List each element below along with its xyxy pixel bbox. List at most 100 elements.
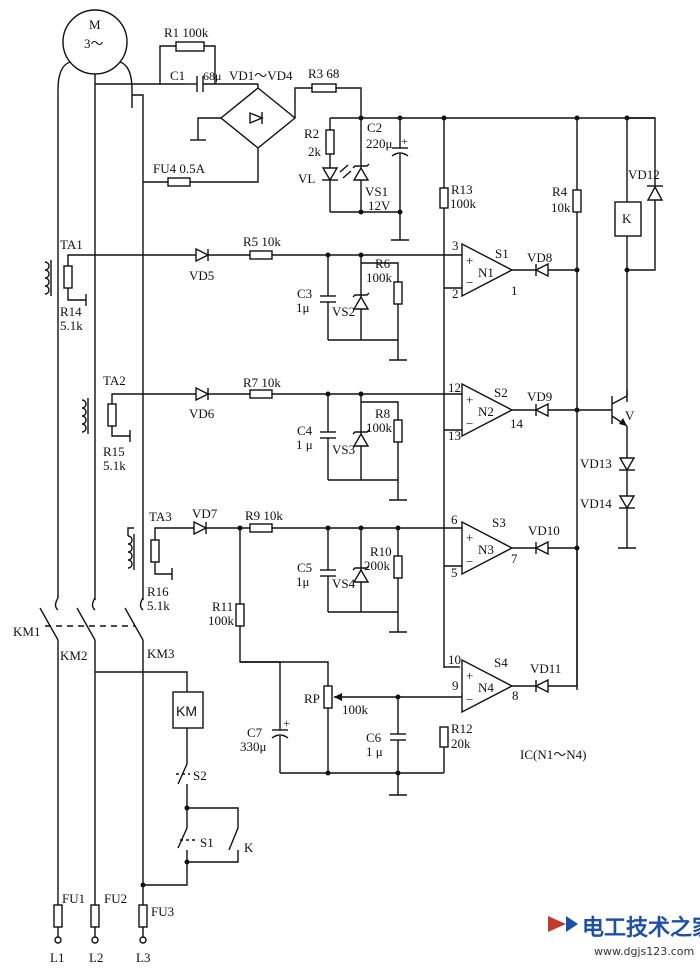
svg-text:2k: 2k (308, 144, 322, 159)
svg-text:C4: C4 (297, 423, 313, 438)
c2-capacitor: C2 220μ + (366, 118, 409, 241)
svg-text:L2: L2 (89, 950, 103, 965)
svg-text:100k: 100k (342, 702, 369, 717)
svg-text:−: − (466, 416, 473, 431)
svg-text:VL: VL (298, 171, 315, 186)
svg-text:5.1k: 5.1k (147, 598, 170, 613)
svg-text:L3: L3 (136, 950, 150, 965)
ground-bus-bottom (280, 770, 444, 776)
svg-text:N4: N4 (478, 680, 494, 695)
svg-text:N3: N3 (478, 542, 494, 557)
r2-resistor: R2 2k (304, 118, 335, 168)
svg-text:S3: S3 (492, 515, 506, 530)
vd13-vd14: VD13 VD14 (580, 456, 636, 549)
svg-text:2: 2 (452, 286, 459, 301)
ta1-transformer: TA1 R14 5.1k (44, 237, 196, 333)
svg-text:12: 12 (448, 380, 461, 395)
svg-text:1: 1 (511, 283, 518, 298)
svg-text:14: 14 (510, 416, 524, 431)
r9-resistor: R9 10k (237, 508, 462, 533)
svg-text:VS1: VS1 (365, 184, 388, 199)
r7-resistor: R7 10k (243, 375, 462, 399)
svg-text:S4: S4 (494, 655, 508, 670)
svg-text:VS4: VS4 (332, 576, 356, 591)
svg-text:R14: R14 (60, 304, 82, 319)
svg-text:220μ: 220μ (366, 136, 393, 151)
vd6-diode: VD6 (189, 386, 250, 421)
vd7-diode: VD7 (192, 506, 250, 536)
svg-text:100k: 100k (366, 420, 393, 435)
svg-text:R5 10k: R5 10k (243, 234, 281, 249)
svg-text:VD13: VD13 (580, 456, 612, 471)
svg-text:KM1: KM1 (13, 624, 40, 639)
c1-capacitor: C1 68μ (170, 68, 258, 92)
svg-text:10: 10 (448, 652, 461, 667)
svg-text:10k: 10k (551, 200, 571, 215)
svg-text:6: 6 (451, 512, 458, 527)
svg-text:VD10: VD10 (528, 523, 560, 538)
svg-text:−: − (466, 692, 473, 707)
ta2-transformer: TA2 R15 5.1k (81, 373, 196, 473)
svg-text:1μ: 1μ (296, 300, 310, 315)
opamp-n4: + − N4 S4 10 9 8 (448, 652, 536, 714)
vd11-diode: VD11 (530, 548, 578, 694)
vd10-diode: VD10 (528, 523, 580, 556)
svg-text:M: M (89, 17, 101, 32)
svg-text:S1: S1 (200, 835, 214, 850)
svg-text:VD7: VD7 (192, 506, 218, 521)
svg-text:R13: R13 (451, 182, 473, 197)
svg-text:+: + (466, 530, 473, 545)
phase-3-wire (132, 94, 144, 600)
svg-text:R10: R10 (370, 544, 392, 559)
r1-resistor: R1 100k (159, 25, 216, 84)
svg-text:7: 7 (511, 551, 518, 566)
relay-k: K (614, 118, 642, 402)
r11-resistor: R11 100k (208, 528, 329, 686)
svg-text:100k: 100k (208, 613, 235, 628)
fuses-fu1-fu3: FU1 FU2 FU3 L1 L2 L3 (50, 891, 174, 965)
svg-text:K: K (244, 840, 254, 855)
svg-text:20k: 20k (451, 736, 471, 751)
ch2-components: C4 1 μ VS3 R8 100k (296, 394, 407, 501)
rp-potentiometer: RP 100k (304, 685, 462, 773)
svg-text:+: + (466, 392, 473, 407)
svg-text:R4: R4 (552, 184, 568, 199)
watermark: 电工技术之家 www.dgjs123.com (548, 915, 700, 958)
svg-text:R2: R2 (304, 126, 319, 141)
svg-text:S1: S1 (495, 246, 509, 261)
svg-text:100k: 100k (366, 270, 393, 285)
svg-text:KM: KM (176, 703, 197, 719)
opamp-n1: + − N1 S1 3 2 1 (444, 238, 536, 301)
svg-text:5.1k: 5.1k (60, 318, 83, 333)
ground-bus-top (330, 209, 403, 215)
svg-text:+: + (466, 668, 473, 683)
svg-text:1 μ: 1 μ (366, 744, 383, 759)
svg-text:R3 68: R3 68 (308, 66, 339, 81)
svg-text:K: K (622, 211, 632, 226)
svg-text:VD12: VD12 (628, 167, 660, 182)
r5-resistor: R5 10k (243, 234, 462, 260)
svg-text:R16: R16 (147, 584, 169, 599)
svg-text:KM2: KM2 (60, 648, 87, 663)
svg-text:68μ: 68μ (203, 69, 221, 83)
svg-text:TA1: TA1 (60, 237, 83, 252)
svg-text:VD9: VD9 (527, 389, 552, 404)
svg-text:KM3: KM3 (147, 646, 174, 661)
svg-text:VD8: VD8 (527, 250, 552, 265)
svg-text:R1 100k: R1 100k (164, 25, 209, 40)
c6-capacitor: C6 1 μ (366, 697, 407, 796)
svg-text:FU3: FU3 (151, 904, 174, 919)
svg-text:R8: R8 (375, 406, 390, 421)
svg-text:12V: 12V (368, 198, 391, 213)
motor: M 3～ (57, 9, 133, 600)
svg-text:1 μ: 1 μ (296, 437, 313, 452)
svg-text:VD5: VD5 (189, 268, 214, 283)
svg-text:RP: RP (304, 691, 320, 706)
svg-text:VD14: VD14 (580, 496, 612, 511)
svg-text:−: − (466, 275, 473, 290)
svg-text:9: 9 (452, 678, 459, 693)
svg-text:C2: C2 (367, 120, 382, 135)
vd8-diode: VD8 (527, 250, 580, 278)
c7-capacitor: C7 330μ + (240, 661, 290, 773)
svg-text:FU4 0.5A: FU4 0.5A (153, 161, 206, 176)
